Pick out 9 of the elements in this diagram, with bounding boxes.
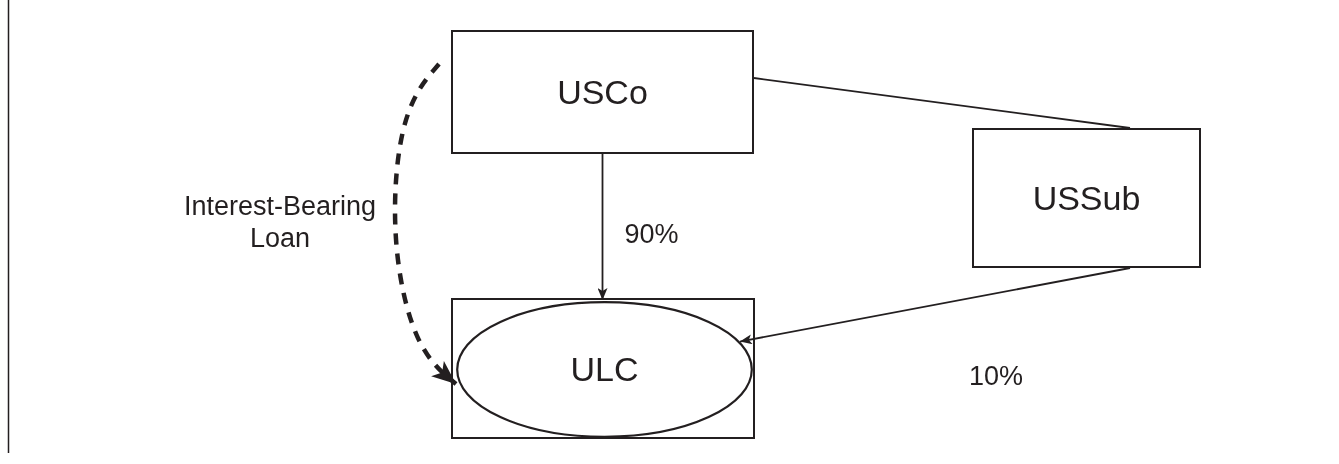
connector-line — [753, 77, 1131, 129]
node-label: USSub — [1032, 178, 1141, 218]
entity-box — [972, 128, 1201, 268]
entity-box — [451, 30, 754, 154]
arrow — [597, 153, 608, 301]
arrow — [739, 267, 1131, 345]
node-label: USCo — [557, 72, 648, 112]
dashed-arrow — [392, 62, 458, 386]
node-label: ULC — [570, 350, 639, 389]
